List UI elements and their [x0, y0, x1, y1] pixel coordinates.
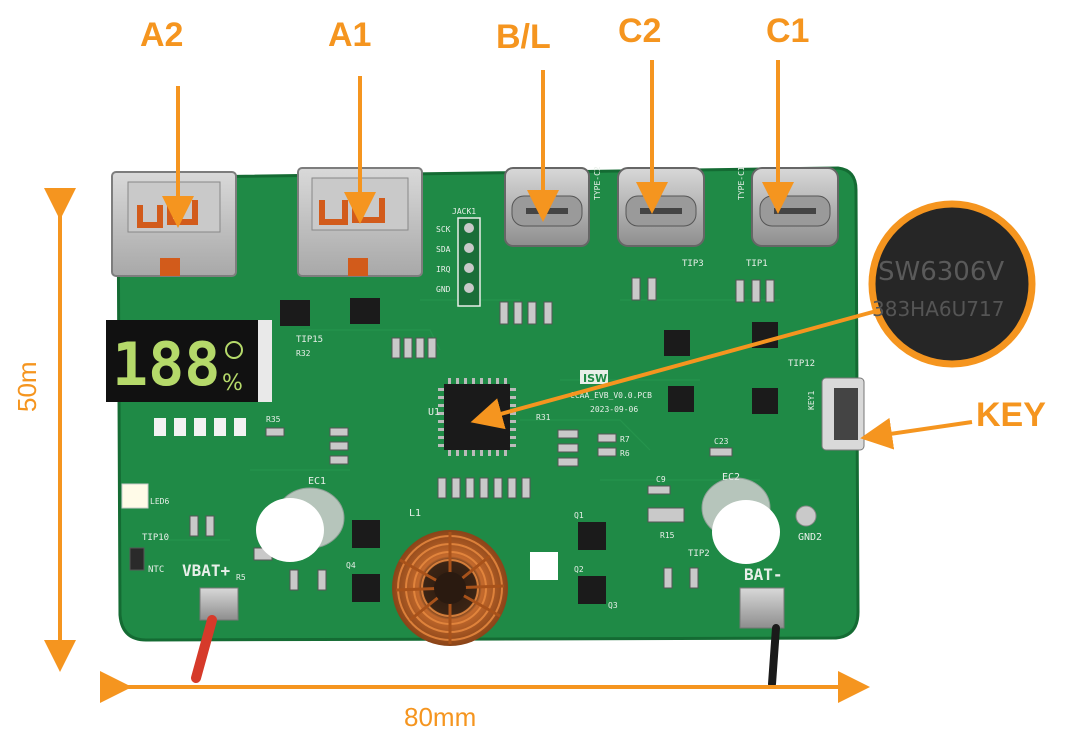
silk-q4: Q4 [346, 561, 356, 570]
usb-a2-port [111, 171, 237, 277]
callout-bl: B/L [496, 18, 551, 56]
key-switch [821, 377, 865, 451]
capacitor-ec1 [256, 487, 345, 562]
led-row [154, 418, 246, 436]
callout-a2: A2 [140, 16, 184, 54]
inductor-l1 [392, 530, 508, 646]
seven-segment-display: 188 % [106, 320, 272, 402]
silk-type-c2: TYPE-C2 [593, 166, 602, 200]
silk-u1: U1 [428, 407, 440, 418]
silk-l1: L1 [409, 508, 421, 519]
silk-c9: C9 [656, 475, 666, 484]
callout-key: KEY [976, 396, 1046, 434]
silk-ec1: EC1 [308, 476, 326, 487]
display-percent: % [222, 371, 243, 396]
silk-vbat-plus: VBAT+ [182, 561, 231, 580]
silk-q2: Q2 [574, 565, 584, 574]
silk-r6: R6 [620, 449, 630, 458]
dimension-lines [44, 188, 870, 703]
board-cutout [530, 552, 558, 580]
silk-tip3: TIP3 [682, 259, 704, 269]
silk-irq: IRQ [436, 265, 451, 274]
jack1-header [457, 217, 481, 307]
isw-logo-box [580, 370, 608, 384]
bat-pad [739, 587, 785, 629]
silk-r35: R35 [266, 415, 281, 424]
chip-marking-line2: 383HA6U717 [872, 297, 1004, 321]
silk-sda: SDA [436, 245, 451, 254]
type-c-bl-port [504, 167, 590, 247]
callout-a1: A1 [328, 16, 372, 54]
silk-q3: Q3 [608, 601, 618, 610]
chip-marking-line1: SW6306V [878, 257, 1004, 287]
black-wire [768, 624, 780, 688]
main-ic-u1 [438, 378, 516, 456]
white-led [121, 483, 149, 509]
silk-led6: LED6 [150, 497, 169, 506]
silk-key1: KEY1 [807, 391, 816, 410]
silk-tip10: TIP10 [142, 533, 169, 543]
type-c-c2-port [617, 167, 705, 247]
silk-board-rev: CCAA_EVB_V0.0.PCB [570, 391, 652, 400]
silk-q1: Q1 [574, 511, 584, 520]
silk-board-name: ISW [583, 372, 607, 385]
silk-tip2: TIP2 [688, 549, 710, 559]
red-wire [191, 615, 217, 683]
passives [129, 277, 775, 591]
silk-gnd2: GND2 [798, 532, 822, 543]
silk-r32: R32 [296, 349, 311, 358]
silk-gnd: GND [436, 285, 451, 294]
gnd2-pad [795, 505, 817, 527]
silk-sck: SCK [436, 225, 451, 234]
silk-tip15: TIP15 [296, 335, 323, 345]
silk-tip1: TIP1 [746, 259, 768, 269]
chip-zoom-inset: SW6306V 383HA6U717 [868, 200, 1036, 368]
display-digits: 188 [112, 330, 220, 400]
silk-date: 2023-09-06 [590, 405, 638, 414]
silk-type-c1: TYPE-C1 [737, 166, 746, 200]
silk-c23: C23 [714, 437, 729, 446]
width-dimension-label: 80mm [404, 702, 477, 732]
silk-ec2: EC2 [722, 472, 740, 483]
height-dimension-label: 50m [12, 361, 42, 412]
silk-r31: R31 [536, 413, 551, 422]
power-mosfets [280, 298, 778, 604]
vbat-pad [199, 587, 239, 621]
callout-arrows [162, 60, 973, 450]
type-c-c1-port [751, 167, 839, 247]
silk-bat-minus: BAT- [744, 565, 783, 584]
capacitor-ec2 [701, 477, 780, 564]
silk-tip12: TIP12 [788, 359, 815, 369]
silk-r15: R15 [660, 531, 675, 540]
silk-r7: R7 [620, 435, 630, 444]
callout-c2: C2 [618, 12, 662, 50]
silk-r5: R5 [236, 573, 246, 582]
silk-jack1: JACK1 [452, 207, 476, 216]
callout-c1: C1 [766, 12, 810, 50]
silk-ntc: NTC [148, 565, 164, 575]
